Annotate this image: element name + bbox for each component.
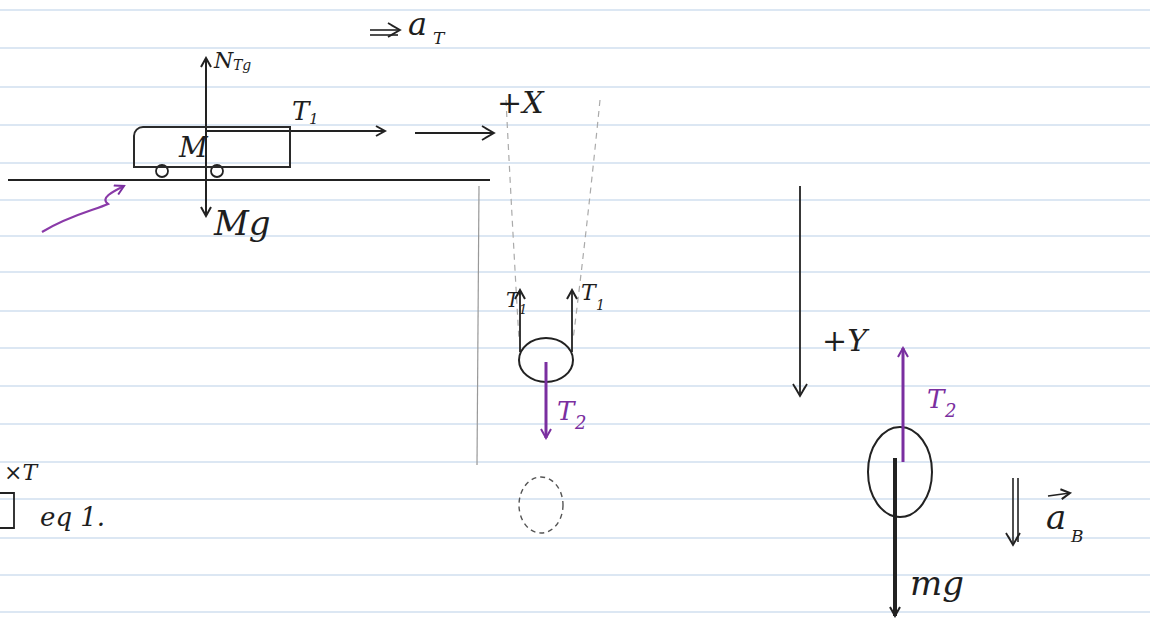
force-label: +Y <box>822 326 867 356</box>
force-label: T <box>927 386 944 412</box>
tension-arrow <box>902 348 905 462</box>
force-label: eq 1. <box>40 504 105 530</box>
force-label: mg <box>910 566 964 600</box>
force-label: 1 <box>309 112 319 127</box>
force-label: T <box>506 290 519 310</box>
force-label: Mg <box>214 206 271 240</box>
hanging-mass <box>868 427 932 517</box>
hanging-mass-ghost <box>519 477 563 533</box>
force-label: T <box>581 282 596 304</box>
force-label: 2 <box>575 414 586 432</box>
axis-arrow <box>799 186 801 396</box>
equation-box <box>0 493 14 528</box>
force-label: a <box>408 8 427 40</box>
tension-arrow <box>206 130 385 132</box>
force-label: B <box>1071 528 1084 545</box>
force-label: ×T <box>4 462 37 484</box>
mass-label: M <box>179 134 208 162</box>
weight-arrow <box>893 458 897 616</box>
pointer-arrow <box>42 186 124 232</box>
ruled-lines <box>0 10 1150 612</box>
rope-line <box>506 100 519 340</box>
acceleration-arrow <box>1012 478 1014 545</box>
table-top <box>8 179 490 181</box>
axis-arrow <box>415 132 494 134</box>
force-label: 1 <box>519 303 527 316</box>
force-label: +X <box>497 88 544 118</box>
tension-arrow <box>571 290 573 352</box>
table-edge <box>477 186 479 465</box>
tension-arrow <box>545 362 548 438</box>
force-label: N <box>214 50 233 72</box>
force-label: T <box>433 30 444 47</box>
force-label: 1 <box>596 298 605 312</box>
force-label: Tg <box>233 58 251 72</box>
force-label: T <box>557 398 574 424</box>
vector-arrow <box>1048 493 1070 496</box>
force-label: T <box>292 98 309 124</box>
force-label: 2 <box>945 402 956 420</box>
force-label: a <box>1046 500 1066 534</box>
cart-box: M <box>133 126 291 168</box>
rope-line <box>573 100 600 340</box>
acceleration-arrow <box>370 29 400 31</box>
tension-arrow <box>519 290 521 352</box>
